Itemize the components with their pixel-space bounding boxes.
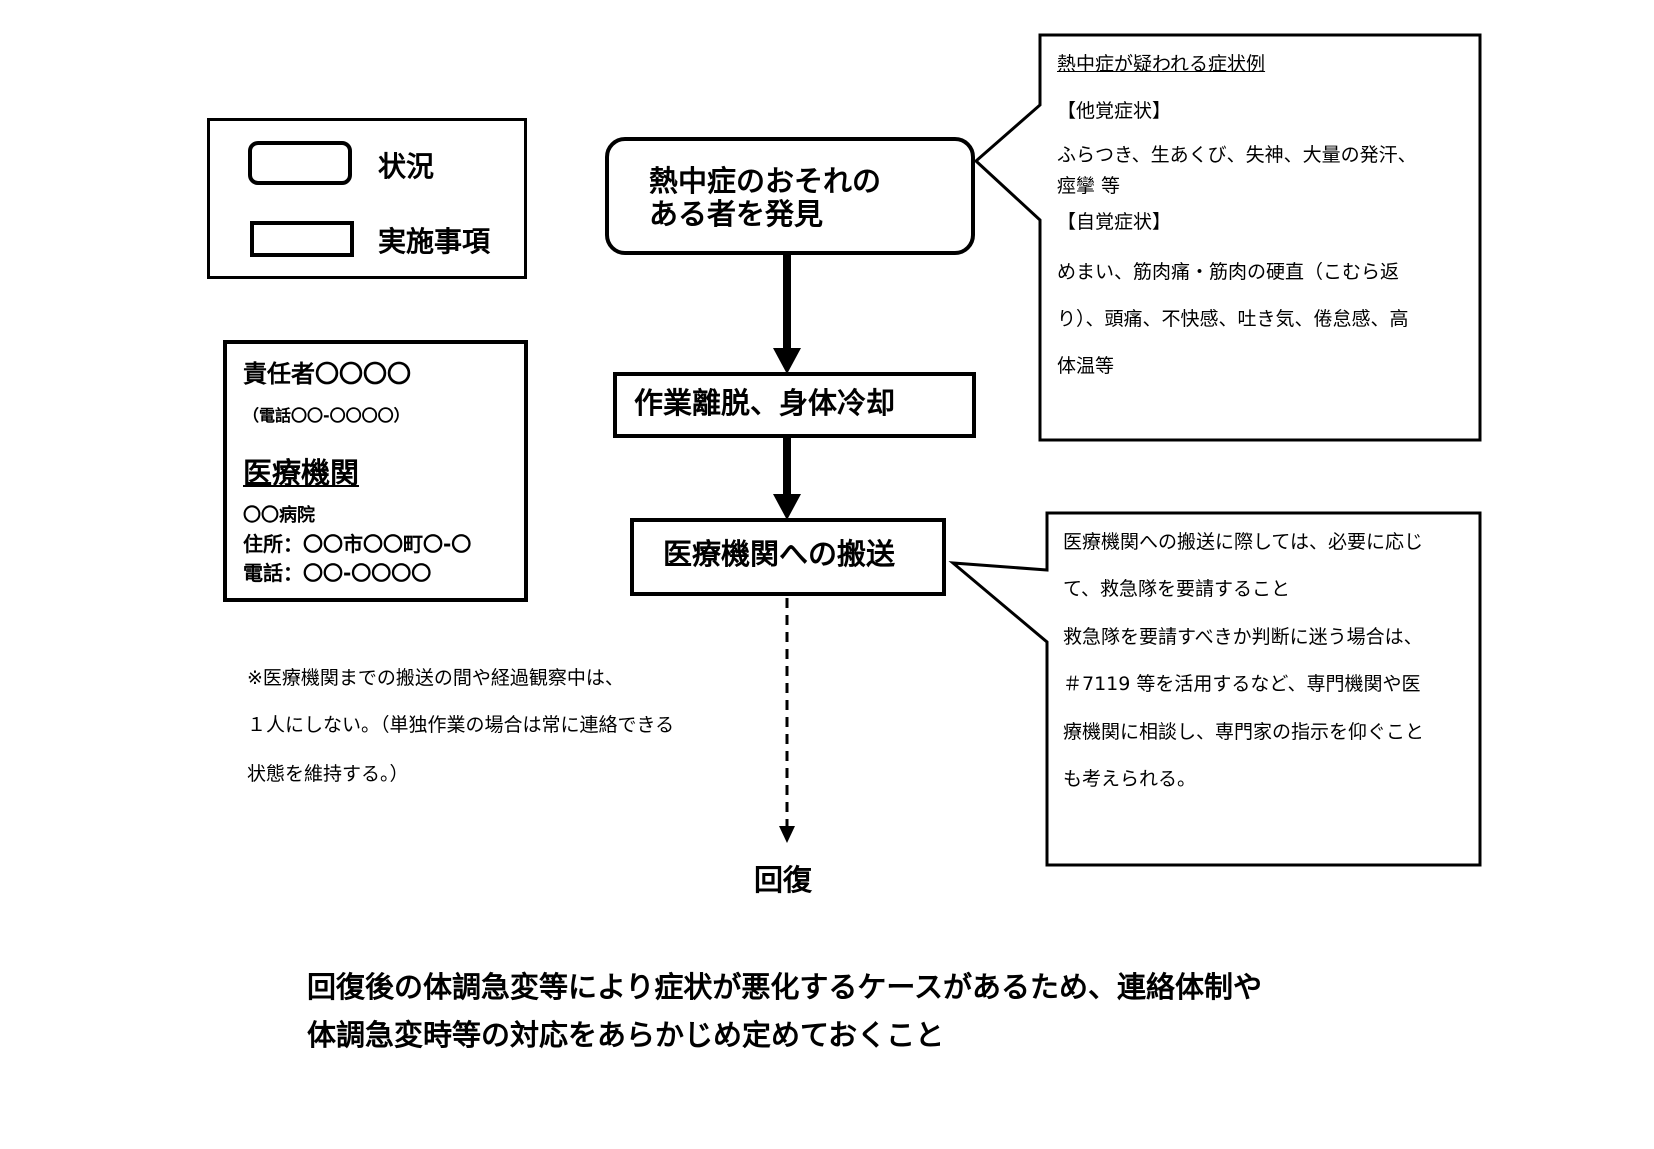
medical-institution-heading: 医療機関: [243, 456, 360, 490]
monitoring-note-line: 状態を維持する。）: [247, 763, 409, 785]
transport-note-line: も考えられる。: [1063, 768, 1197, 790]
transport-note-line: ＃7119 等を活用するなど、専門機関や医: [1063, 673, 1421, 695]
symptoms-title: 熱中症が疑われる症状例: [1057, 53, 1266, 75]
transport-note-line: 医療機関への搬送に際しては、必要に応じ: [1063, 531, 1424, 553]
step1-line1: 熱中症のおそれの: [649, 164, 882, 198]
contact-info-box: 責任者〇〇〇〇 （電話〇〇-〇〇〇〇） 医療機関 〇〇病院 住所：〇〇市〇〇町〇…: [223, 340, 528, 602]
recovery-label: 回復: [754, 863, 813, 897]
subjective-symptoms-line3: 体温等: [1057, 355, 1115, 377]
transport-note-line: 救急隊を要請すべきか判断に迷う場合は、: [1063, 626, 1423, 648]
monitoring-note-line: ※医療機関までの搬送の間や経過観察中は、: [247, 667, 624, 689]
arrowhead-recovery: [779, 826, 795, 843]
flow-step-cooling: 作業離脱、身体冷却: [613, 372, 976, 438]
subjective-symptoms-line1: めまい、筋肉痛・筋肉の硬直（こむら返: [1057, 261, 1400, 283]
objective-symptoms-heading: 【他覚症状】: [1057, 100, 1172, 122]
bottom-note-line1: 回復後の体調急変等により症状が悪化するケースがあるため、連絡体制や: [307, 970, 1262, 1004]
objective-symptoms-line2: 痙攣 等: [1057, 175, 1121, 197]
step2-label: 作業離脱、身体冷却: [634, 386, 896, 420]
step3-label: 医療機関への搬送: [663, 537, 896, 571]
symptoms-callout-outline: [973, 33, 1482, 442]
hospital-phone: 電話：〇〇-〇〇〇〇: [243, 561, 432, 585]
legend-situation-shape: [248, 141, 352, 185]
transport-note-line: て、救急隊を要請すること: [1063, 578, 1291, 600]
responsible-phone: （電話〇〇-〇〇〇〇）: [243, 406, 410, 425]
bottom-note-line2: 体調急変時等の対応をあらかじめ定めておくこと: [307, 1018, 945, 1052]
transport-note-line: 療機関に相談し、専門家の指示を仰ぐこと: [1063, 721, 1425, 743]
arrowhead-step3: [773, 494, 801, 520]
legend-box: 状況 実施事項: [207, 118, 527, 279]
legend-action-label: 実施事項: [378, 225, 491, 258]
flow-step-discovery: 熱中症のおそれの ある者を発見: [605, 137, 975, 255]
monitoring-note-line: １人にしない。（単独作業の場合は常に連絡できる: [247, 714, 675, 736]
step1-line2: ある者を発見: [649, 197, 824, 231]
transport-callout-outline: [948, 511, 1482, 867]
hospital-address: 住所：〇〇市〇〇町〇-〇: [243, 532, 472, 556]
arrowhead-step2: [773, 348, 801, 374]
responsible-person: 責任者〇〇〇〇: [243, 360, 411, 388]
legend-situation-label: 状況: [378, 150, 435, 183]
flow-step-transport: 医療機関への搬送: [630, 518, 946, 596]
hospital-name: 〇〇病院: [243, 505, 315, 526]
subjective-symptoms-heading: 【自覚症状】: [1057, 211, 1172, 233]
objective-symptoms-line1: ふらつき、生あくび、失神、大量の発汗、: [1057, 144, 1417, 166]
legend-action-shape: [250, 221, 354, 257]
subjective-symptoms-line2: り）、頭痛、不快感、吐き気、倦怠感、高: [1057, 308, 1409, 330]
